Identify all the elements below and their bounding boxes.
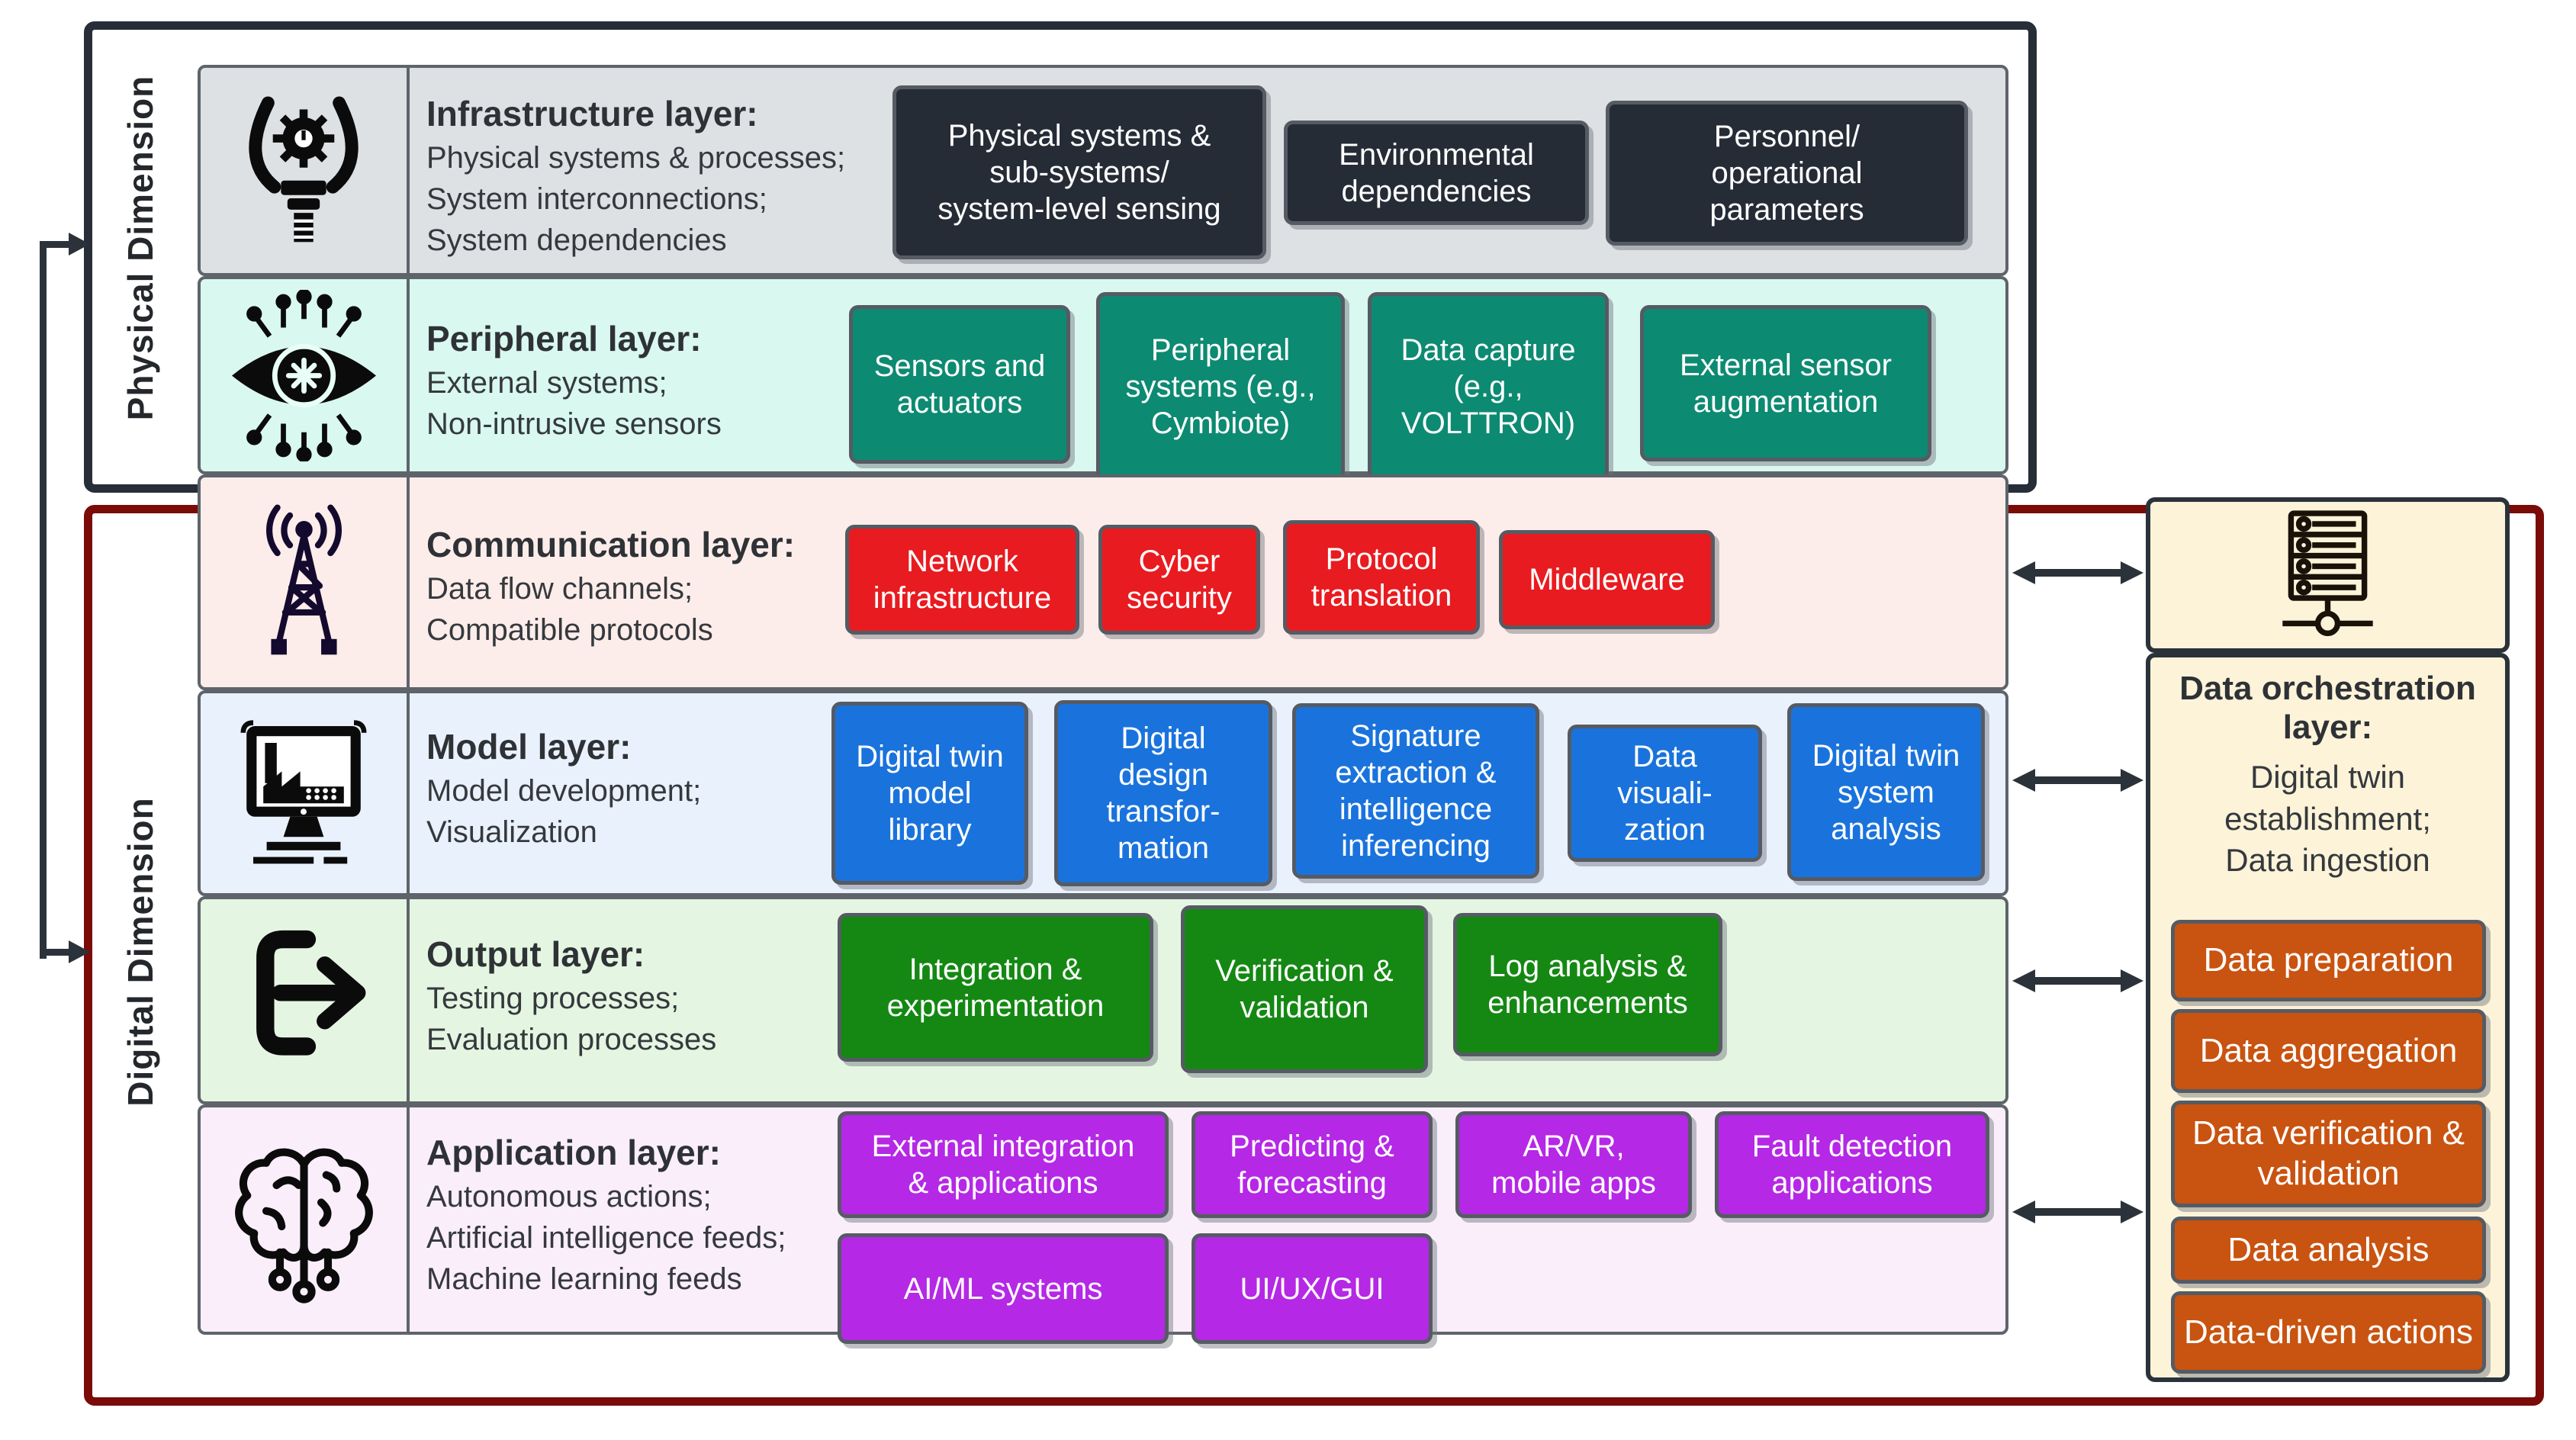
chip: Physical systems & sub-systems/ system-l… [892, 85, 1266, 259]
layer-row-infrastructure: Infrastructure layer: Physical systems &… [198, 65, 2008, 276]
chip: Data verification & validation [2171, 1101, 2486, 1207]
chip: Environmental dependencies [1284, 121, 1589, 225]
chip: Protocol translation [1283, 520, 1480, 635]
layer-title: Infrastructure layer: [426, 94, 758, 133]
brain-icon [201, 1107, 410, 1332]
orchestration-icon-box [2146, 497, 2510, 653]
chip: Digital design transfor- mation [1054, 700, 1272, 886]
chip: Digital twin model library [831, 702, 1028, 885]
chip: AR/VR, mobile apps [1455, 1111, 1692, 1218]
chip: AI/ML systems [838, 1233, 1169, 1344]
output-bracket-arrow-icon [201, 899, 410, 1101]
layer-description: External systems; Non-intrusive sensors [426, 365, 722, 441]
layer-title: Communication layer: [426, 525, 796, 564]
orchestration-body: Data orchestration layer: Digital twin e… [2146, 653, 2510, 1382]
chip: UI/UX/GUI [1192, 1233, 1433, 1344]
chip: Verification & validation [1181, 905, 1428, 1073]
digital-dimension-label: Digital Dimension [121, 797, 160, 1107]
chip: Data capture (e.g., VOLTTRON) [1368, 292, 1609, 481]
chip: Signature extraction & intelligence infe… [1292, 703, 1539, 879]
chip: Data-driven actions [2171, 1291, 2486, 1374]
connector-line [40, 241, 72, 248]
chip: Peripheral systems (e.g., Cymbiote) [1096, 292, 1345, 481]
robot-gripper-icon [201, 68, 410, 273]
server-rack-icon [2246, 505, 2410, 646]
chip: Data visuali- zation [1568, 725, 1762, 862]
layer-title: Application layer: [426, 1133, 721, 1172]
layer-description: Testing processes; Evaluation processes [426, 981, 717, 1056]
chip: Log analysis & enhancements [1453, 913, 1722, 1056]
chip: Sensors and actuators [849, 305, 1070, 464]
chip: Personnel/ operational parameters [1606, 101, 1968, 246]
layer-row-application: Application layer: Autonomous actions; A… [198, 1104, 2008, 1344]
connector-line [40, 241, 47, 959]
chip: Predicting & forecasting [1192, 1111, 1433, 1218]
orchestration-description: Digital twin establishment; Data ingesti… [2224, 759, 2431, 879]
layer-row-communication: Communication layer: Data flow channels;… [198, 474, 2008, 690]
chip: Network infrastructure [845, 525, 1079, 635]
layer-title: Model layer: [426, 727, 632, 767]
layer-description: Physical systems & processes; System int… [426, 140, 846, 257]
chip: Digital twin system analysis [1787, 703, 1985, 881]
chip: Cyber security [1098, 525, 1260, 635]
chip: Middleware [1499, 530, 1715, 629]
layer-title: Output layer: [426, 934, 645, 974]
layer-row-output: Output layer: Testing processes; Evaluat… [198, 896, 2008, 1104]
layer-description: Autonomous actions; Artificial intellige… [426, 1179, 786, 1296]
monitor-factory-icon [201, 693, 410, 893]
layer-description: Model development; Visualization [426, 773, 702, 849]
cyber-eye-icon [201, 279, 410, 471]
chip: Data aggregation [2171, 1009, 2486, 1093]
connector-line [40, 949, 72, 956]
chip: External integration & applications [838, 1111, 1169, 1218]
layer-row-model: Model layer: Model development; Visualiz… [198, 690, 2008, 896]
physical-dimension-label: Physical Dimension [121, 75, 160, 421]
chip: Data preparation [2171, 920, 2486, 1001]
layer-title: Peripheral layer: [426, 319, 702, 358]
orchestration-title: Data orchestration layer: [2179, 670, 2476, 746]
chip: External sensor augmentation [1640, 305, 1931, 461]
chip: Data analysis [2171, 1217, 2486, 1284]
chip: Integration & experimentation [838, 913, 1153, 1062]
layer-row-peripheral: Peripheral layer: External systems; Non-… [198, 276, 2008, 481]
radio-tower-icon [201, 477, 410, 687]
chip: Fault detection applications [1715, 1111, 1989, 1218]
layer-description: Data flow channels; Compatible protocols [426, 571, 713, 647]
